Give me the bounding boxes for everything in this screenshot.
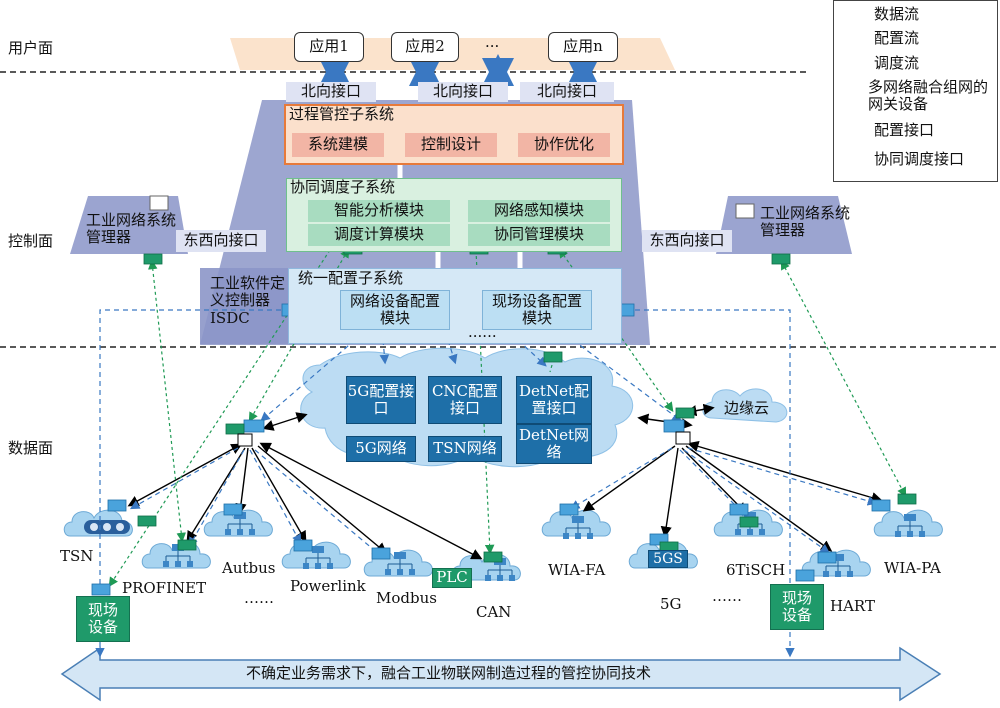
layer-control: 控制面 xyxy=(8,232,54,250)
field-device-right: 现场设备 xyxy=(770,584,824,630)
legend-schedule-interface: 协同调度接口 xyxy=(874,150,965,168)
layer-user: 用户面 xyxy=(8,39,54,57)
network-can: CAN xyxy=(476,603,512,621)
legend: 数据流 配置流 调度流 多网络融合组网的网关设备 配置接口 协同调度接口 xyxy=(833,0,998,182)
process-subsystem-title: 过程管控子系统 xyxy=(289,105,395,123)
cloud-5g-network: 5G网络 xyxy=(346,436,416,462)
cloud-detnet-config: DetNet配置接口 xyxy=(516,376,592,424)
legend-schedule-flow: 调度流 xyxy=(874,54,920,72)
module-control-design: 控制设计 xyxy=(405,133,497,157)
app-n: 应用n xyxy=(548,32,618,62)
app-ellipsis: ··· xyxy=(485,37,500,55)
ellipsis-left: …… xyxy=(244,589,274,607)
field-device-left: 现场设备 xyxy=(76,596,130,642)
bottom-banner: 不确定业务需求下，融合工业物联网制造过程的管控协同技术 xyxy=(246,664,652,682)
manager-right: 工业网络系统管理器 xyxy=(760,204,851,240)
manager-left: 工业网络系统管理器 xyxy=(86,211,177,247)
legend-config-interface: 配置接口 xyxy=(874,121,935,139)
network-tsn: TSN xyxy=(60,547,94,565)
network-hart: HART xyxy=(830,597,875,615)
module-network-device-config: 网络设备配置模块 xyxy=(340,290,450,330)
config-subsystem-title: 统一配置子系统 xyxy=(298,269,404,287)
northbound-interface-2: 北向接口 xyxy=(418,82,508,102)
network-5g: 5G xyxy=(660,595,682,613)
legend-gateway: 多网络融合组网的网关设备 xyxy=(868,78,989,114)
legend-data-flow: 数据流 xyxy=(874,5,920,23)
cloud-detnet-network: DetNet网络 xyxy=(516,424,592,464)
network-wia-pa: WIA-PA xyxy=(884,559,941,577)
cloud-tsn-network: TSN网络 xyxy=(428,436,502,462)
module-collab-management: 协同管理模块 xyxy=(468,224,610,246)
coord-subsystem-title: 协同调度子系统 xyxy=(290,178,396,196)
network-wia-fa: WIA-FA xyxy=(548,561,606,579)
eastwest-interface-right: 东西向接口 xyxy=(642,230,732,252)
layer-data: 数据面 xyxy=(8,439,54,457)
network-modbus: Modbus xyxy=(376,589,437,607)
ellipsis-right: …… xyxy=(712,587,742,605)
eastwest-interface-left: 东西向接口 xyxy=(176,230,266,252)
module-field-device-config: 现场设备配置模块 xyxy=(482,290,592,330)
app-1: 应用1 xyxy=(294,32,364,62)
northbound-interface-1: 北向接口 xyxy=(286,82,376,102)
module-intelligent-analysis: 智能分析模块 xyxy=(308,200,450,222)
network-autbus: Autbus xyxy=(222,559,276,577)
northbound-interface-3: 北向接口 xyxy=(520,82,614,102)
plc-device: PLC xyxy=(432,568,472,588)
app-2: 应用2 xyxy=(391,32,459,62)
cloud-5g-config: 5G配置接口 xyxy=(346,376,416,424)
network-powerlink: Powerlink xyxy=(290,577,366,595)
network-6tisch: 6TiSCH xyxy=(726,561,786,579)
config-ellipsis: ······ xyxy=(468,327,497,345)
edge-cloud: 边缘云 xyxy=(724,399,770,417)
legend-config-flow: 配置流 xyxy=(874,29,920,47)
module-collab-optimization: 协作优化 xyxy=(518,133,610,157)
fiveg-s: 5GS xyxy=(648,550,688,568)
cloud-cnc-config: CNC配置接口 xyxy=(428,376,502,424)
module-schedule-computation: 调度计算模块 xyxy=(308,224,450,246)
network-profinet: PROFINET xyxy=(122,579,207,597)
module-system-modeling: 系统建模 xyxy=(292,133,384,157)
module-network-sensing: 网络感知模块 xyxy=(468,200,610,222)
isdc-label: 工业软件定义控制器ISDC xyxy=(210,274,286,327)
